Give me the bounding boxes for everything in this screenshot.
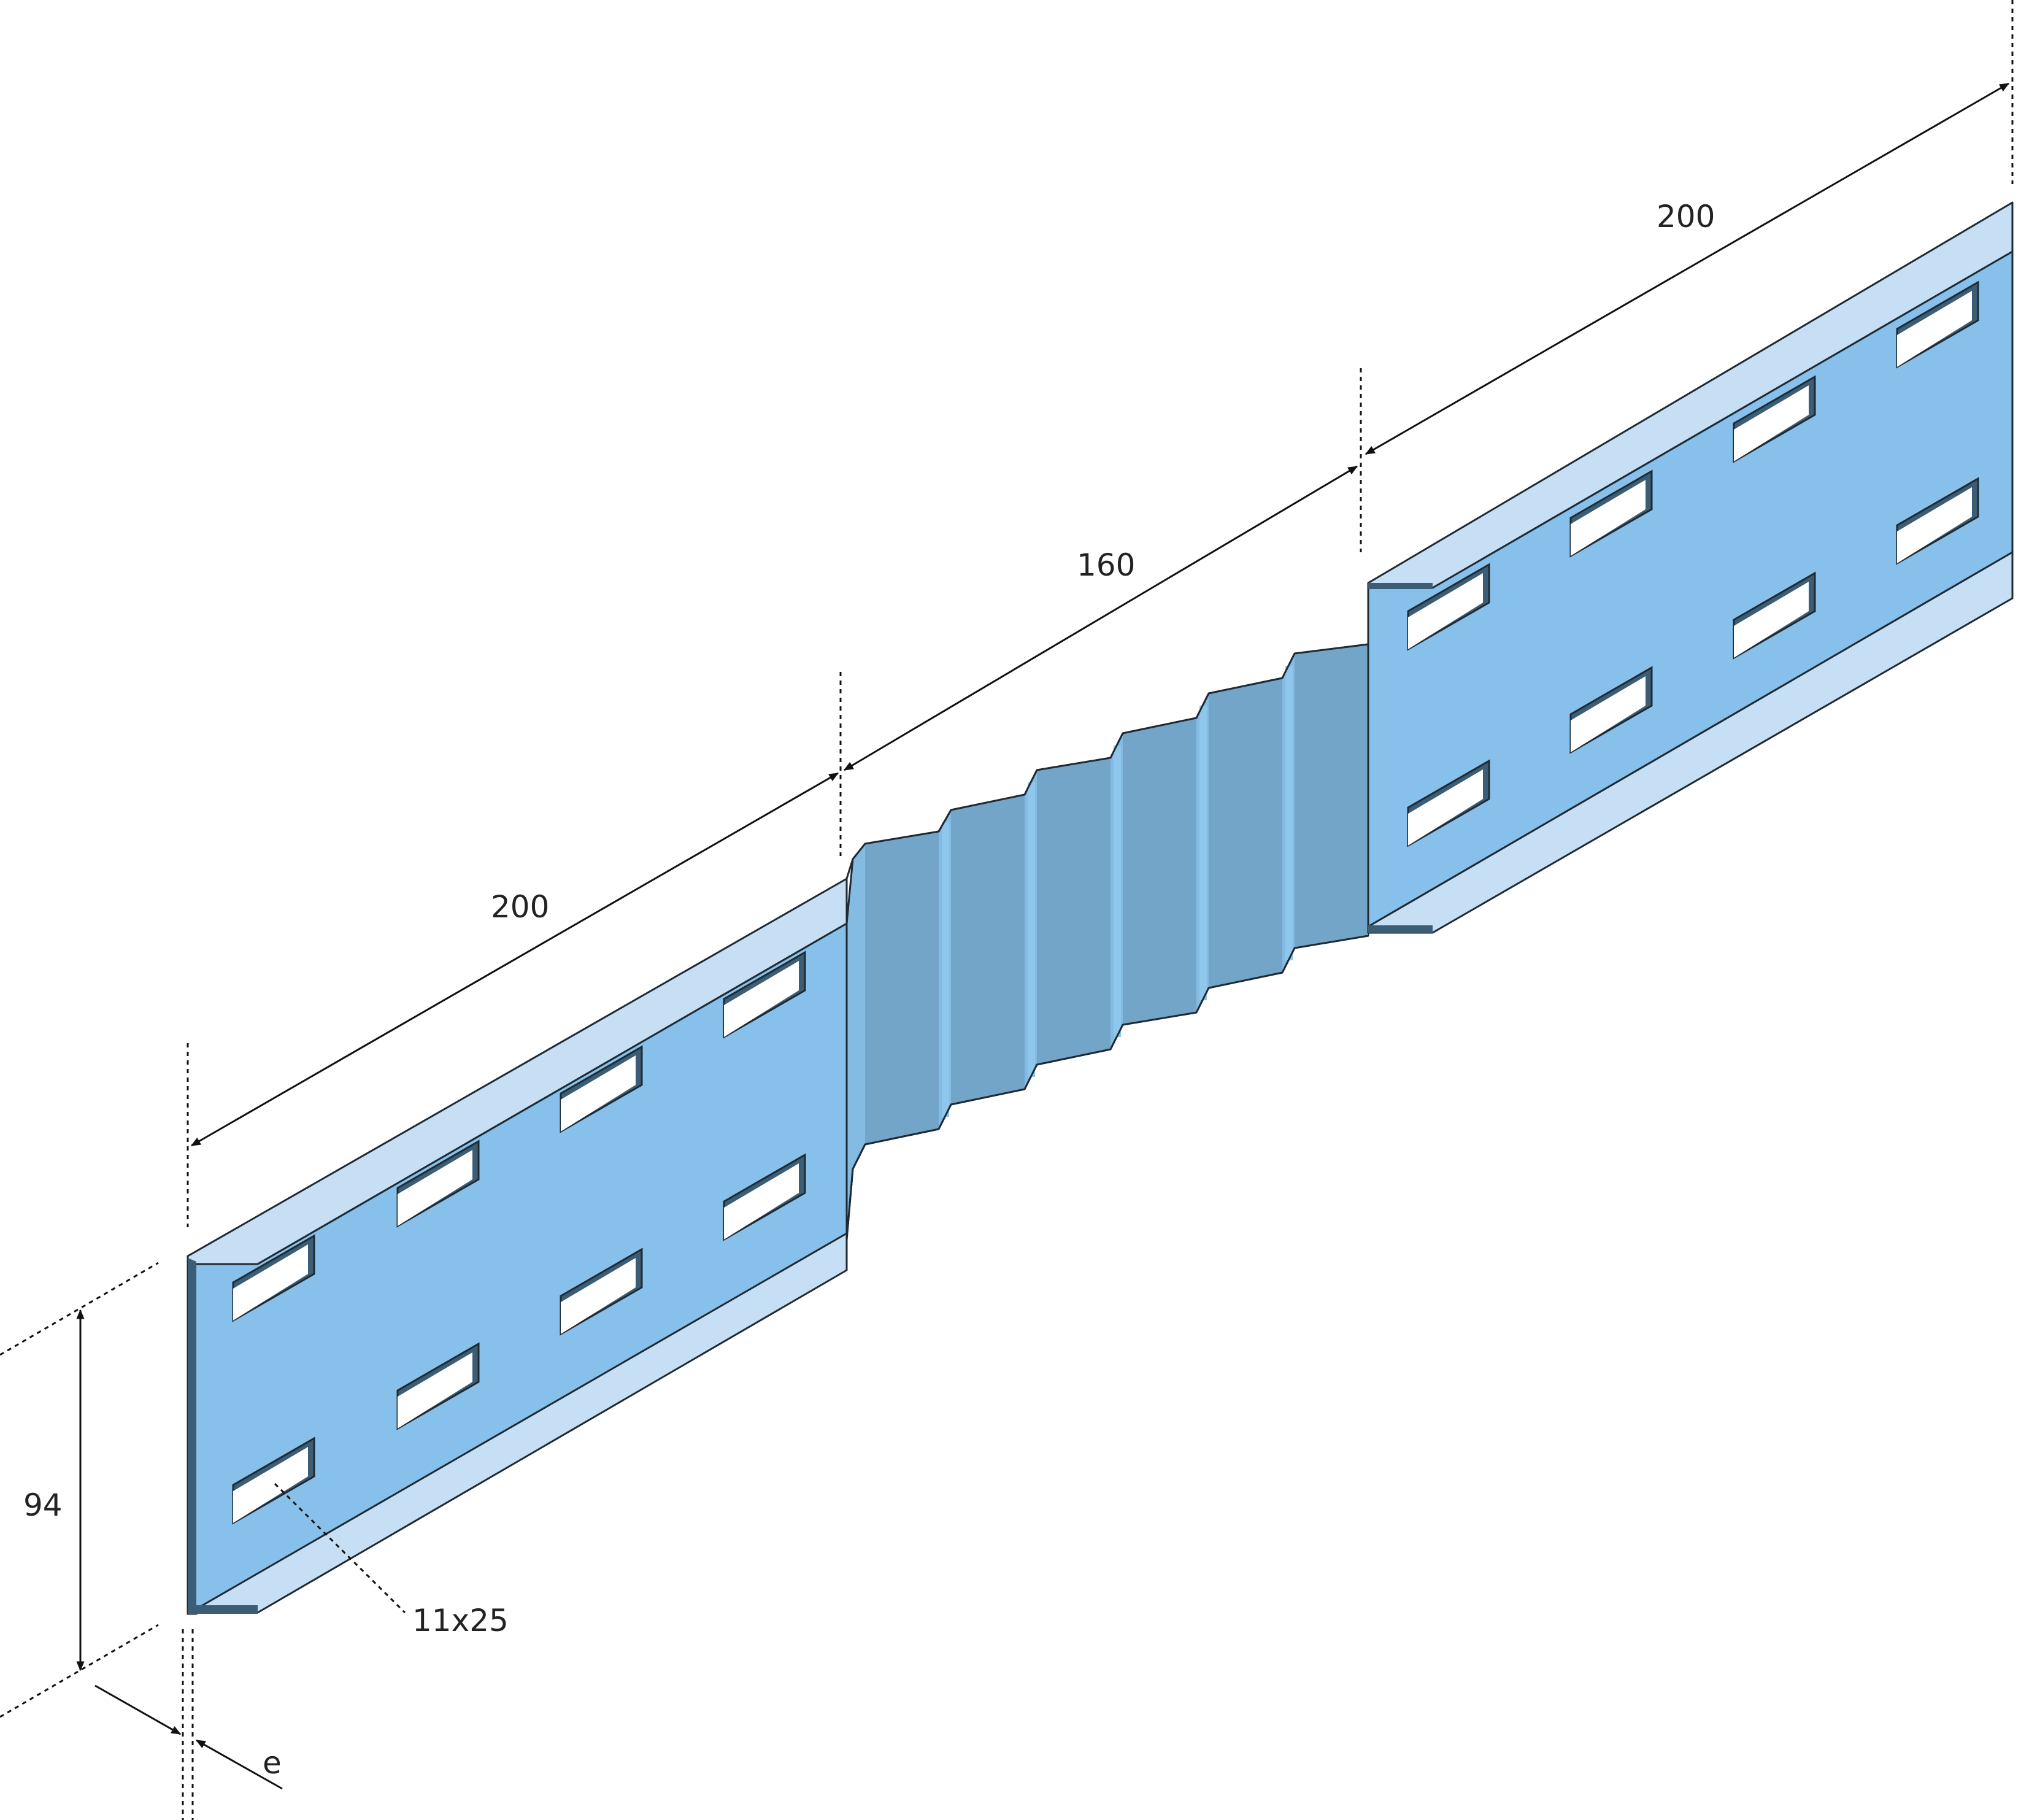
slot-opening — [398, 1150, 472, 1226]
slot-opening — [724, 1163, 799, 1240]
height-label: 94 — [23, 1487, 63, 1523]
right-bottom-flange-edge — [1368, 925, 1433, 933]
slot-opening — [1734, 582, 1809, 658]
thickness-arrow-right — [195, 1739, 283, 1790]
slot-opening — [1897, 487, 1972, 563]
height-extension-bottom — [0, 1624, 159, 1718]
middle-length-label: 160 — [1077, 547, 1135, 583]
right-section — [1367, 201, 2014, 934]
height-extension-top — [0, 1262, 159, 1356]
dimension-line-left — [190, 772, 839, 1147]
corrugation-highlights — [942, 666, 1293, 1117]
corrugation-band-6 — [1295, 644, 1368, 948]
left-bottom-flange-edge — [188, 1605, 258, 1614]
right-top-flange-edge — [1368, 583, 1433, 589]
corrugation-band-1 — [865, 831, 939, 1144]
slot-opening — [233, 1447, 308, 1523]
thickness-label: e — [263, 1745, 282, 1781]
right-length-label: 200 — [1657, 199, 1715, 234]
left-length-label: 200 — [491, 889, 549, 925]
corrugation-band-5 — [1209, 678, 1282, 988]
dimension-line-middle — [843, 465, 1358, 771]
dimension-line-right — [1365, 82, 2010, 455]
slot-opening — [233, 1244, 308, 1321]
thickness-arrow-left — [94, 1684, 182, 1735]
corrugation-band-3 — [1037, 758, 1111, 1065]
slot-opening — [1408, 573, 1483, 649]
corrugated-bottom-profile — [845, 935, 1369, 1240]
slot-opening — [1571, 480, 1646, 556]
slot-opening — [1408, 769, 1483, 846]
corrugation-band-2 — [951, 795, 1025, 1105]
left-edge-thickness — [188, 1258, 196, 1614]
corrugation-band-4 — [1123, 718, 1196, 1025]
slot-opening — [398, 1352, 472, 1429]
slot-size-label: 11x25 — [412, 1603, 509, 1638]
corrugated-section — [845, 643, 1369, 1241]
slot-opening — [1571, 676, 1646, 752]
slot-opening — [561, 1258, 636, 1334]
